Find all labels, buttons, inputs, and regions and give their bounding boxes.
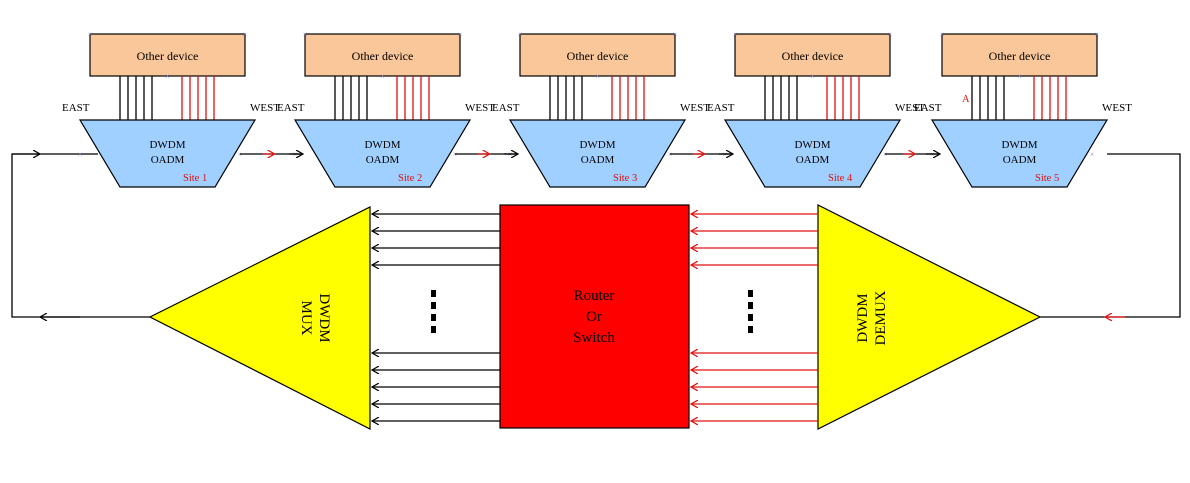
mux-label-line1: DWDM (316, 293, 332, 342)
east-label: EAST (62, 102, 90, 114)
mux-label-line2: MUX (298, 300, 314, 335)
other-device-label: Other device (352, 49, 414, 63)
device-wires (549, 76, 645, 120)
router-label-line3: Switch (573, 330, 615, 346)
oadm-trapezoid (78, 119, 257, 188)
device-wires (334, 76, 430, 120)
other-device-label: Other device (782, 49, 844, 63)
device-wires (119, 76, 215, 120)
other-device-label: Other device (989, 49, 1051, 63)
east-label: EAST (492, 102, 520, 114)
demux-channels-ellipsis (748, 290, 753, 333)
device-wires (971, 76, 1067, 120)
router-label-line1: Router (574, 288, 615, 304)
node-marker: × (810, 72, 815, 81)
node-marker: × (165, 72, 170, 81)
node-marker: × (380, 72, 385, 81)
oadm-trapezoid (723, 119, 902, 188)
mux-channels-ellipsis (431, 290, 436, 333)
other-device-box (941, 33, 1098, 77)
east-label: EAST (277, 102, 305, 114)
node-marker: × (303, 30, 308, 39)
oadm-label-line1: DWDM (579, 139, 615, 151)
oadm-label-line1: DWDM (794, 139, 830, 151)
node-marker: × (78, 150, 83, 159)
site-label: Site 3 (613, 173, 637, 184)
node-marker: × (88, 30, 93, 39)
node-marker: × (1090, 150, 1095, 159)
west-label: WEST (250, 102, 280, 114)
ring-fiber (11, 153, 1181, 318)
oadm-label-line2: OADM (1003, 154, 1037, 166)
oadm-label-line2: OADM (581, 154, 615, 166)
node-marker: × (518, 30, 523, 39)
router-switch: Router Or Switch (499, 204, 690, 429)
ring-fiber-left-loop (11, 153, 150, 318)
west-label: WEST (1102, 102, 1132, 114)
oadm-trapezoid (508, 119, 687, 188)
node-marker: × (595, 72, 600, 81)
east-label: EAST (707, 102, 735, 114)
node-marker: × (888, 30, 893, 39)
device-wires (764, 76, 860, 120)
other-device-box (304, 33, 461, 77)
router-box (499, 204, 690, 429)
oadm-label-line2: OADM (796, 154, 830, 166)
node-marker: × (458, 30, 463, 39)
oadm-label-line2: OADM (366, 154, 400, 166)
west-label: WEST (895, 102, 925, 114)
oadm-label-line2: OADM (151, 154, 185, 166)
oadm-label-line1: DWDM (1001, 139, 1037, 151)
node-marker: × (243, 30, 248, 39)
site-label: Site 4 (828, 173, 853, 184)
oadm-trapezoid (930, 119, 1109, 188)
site-label: Site 1 (183, 173, 207, 184)
site-label: Site 2 (398, 173, 422, 184)
node-marker: × (1017, 72, 1022, 81)
other-device-label: Other device (137, 49, 199, 63)
mux-triangle (148, 206, 371, 430)
channel-arrows (372, 214, 818, 421)
west-label: WEST (680, 102, 710, 114)
oadm-label-line1: DWDM (149, 139, 185, 151)
demux-label-line1: DWDM (855, 293, 871, 342)
node-marker: × (940, 30, 945, 39)
other-device-box (519, 33, 676, 77)
east-label: EAST (914, 102, 942, 114)
demux-label-line2: DEMUX (873, 290, 889, 345)
oadm-trapezoid (293, 119, 472, 188)
other-device-label: Other device (567, 49, 629, 63)
site-label: Site 5 (1035, 173, 1059, 184)
other-device-box (89, 33, 246, 77)
dwdm-demux: DWDM DEMUX (817, 204, 1042, 430)
oadm-label-line1: DWDM (364, 139, 400, 151)
node-marker: × (733, 30, 738, 39)
demux-triangle (817, 204, 1042, 430)
site-marker-label: A (962, 94, 970, 105)
node-marker: × (673, 30, 678, 39)
other-device-box (734, 33, 891, 77)
router-label-line2: Or (586, 309, 602, 325)
node-marker: × (1095, 30, 1100, 39)
west-label: WEST (465, 102, 495, 114)
dwdm-mux: DWDM MUX (148, 206, 371, 430)
